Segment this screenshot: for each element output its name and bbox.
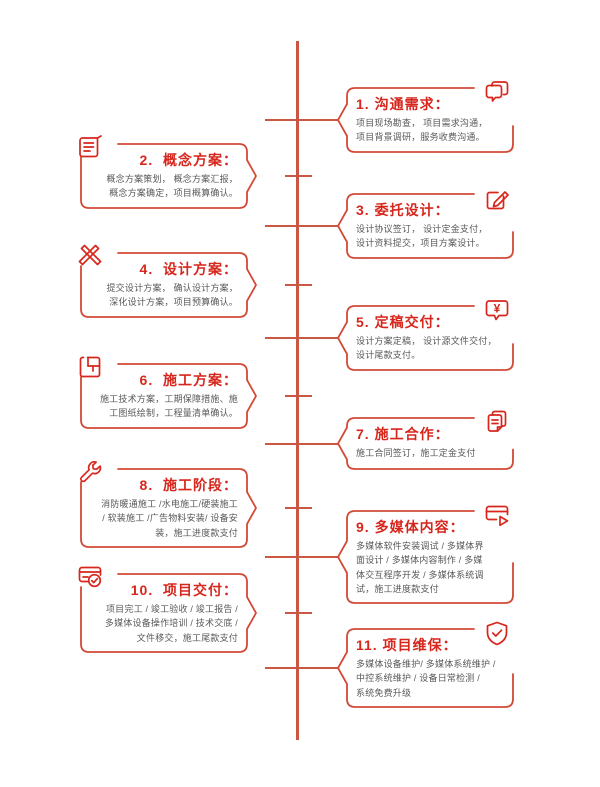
design-tools-icon	[75, 241, 105, 271]
shield-check-icon	[482, 619, 512, 649]
step-body: 项目完工 / 竣工验收 / 竣工报告 / 多媒体设备操作培训 / 技术交底 / …	[104, 604, 238, 643]
step-title: 5. 定稿交付：	[356, 314, 450, 330]
documents-icon	[482, 408, 512, 438]
step-title: 11. 项目维保：	[356, 637, 458, 653]
tick-mark	[285, 395, 312, 397]
media-window-play-icon	[482, 501, 512, 531]
tick-mark	[285, 175, 312, 177]
step-title: 7. 施工合作：	[356, 426, 450, 442]
tick-mark	[285, 284, 312, 286]
step-body: 施工技术方案，工期保障措施、施 工图纸绘制，工程量清单确认。	[99, 394, 238, 419]
step-callout-4: 4. 设计方案： 提交设计方案， 确认设计方案， 深化设计方案，项目预算确认。	[78, 244, 257, 318]
checklist-card-icon	[75, 562, 105, 592]
step-callout-6: 6. 施工方案： 施工技术方案，工期保障措施、施 工图纸绘制，工程量清单确认。	[79, 356, 257, 429]
step-callout-5: ¥ 5. 定稿交付： 设计方案定稿， 设计源文件交付， 设计尾款支付。	[337, 300, 514, 371]
tick-mark	[285, 612, 312, 614]
floor-plan-icon	[75, 352, 105, 382]
step-callout-11: 11. 项目维保： 多媒体设备维护/ 多媒体系统维护 / 中控系统维护 / 设备…	[337, 621, 514, 708]
yuan-bubble-icon: ¥	[482, 296, 512, 326]
step-title: 10. 项目交付：	[130, 582, 238, 598]
step-title: 9. 多媒体内容：	[356, 519, 465, 535]
step-title: 8. 施工阶段：	[139, 477, 238, 493]
connector-line	[265, 119, 338, 121]
step-callout-3: 3. 委托设计： 设计协议签订， 设计定金支付， 设计资料提交，项目方案设计。	[337, 191, 514, 259]
step-callout-9: 9. 多媒体内容： 多媒体软件安装调试 / 多媒体界 面设计 / 多媒体内容制作…	[337, 505, 514, 604]
step-callout-7: 7. 施工合作： 施工合同签订，施工定金支付	[337, 410, 514, 470]
step-callout-2: 2. 概念方案： 概念方案策划， 概念方案汇报， 概念方案确定，项目概算确认。	[79, 135, 257, 209]
document-lines-icon	[75, 132, 105, 162]
step-callout-8: 8. 施工阶段： 消防暖通施工 /水电施工/硬装施工 / 软装施工 /广告物料安…	[80, 461, 257, 548]
step-title: 1. 沟通需求：	[356, 96, 450, 112]
step-title: 4. 设计方案：	[139, 261, 238, 277]
step-body: 设计方案定稿， 设计源文件交付， 设计尾款支付。	[356, 336, 497, 361]
connector-line	[265, 337, 338, 339]
wrench-icon	[75, 457, 105, 487]
step-body: 施工合同签订，施工定金支付	[356, 448, 476, 459]
step-callout-1: 1. 沟通需求： 项目现场勘查， 项目需求沟通， 项目背景调研，服务收费沟通。	[337, 81, 514, 153]
step-body: 提交设计方案， 确认设计方案， 深化设计方案，项目预算确认。	[106, 283, 238, 308]
step-title: 3. 委托设计：	[356, 202, 450, 218]
tick-mark	[285, 507, 312, 509]
connector-line	[265, 442, 338, 445]
step-body: 项目现场勘查， 项目需求沟通， 项目背景调研，服务收费沟通。	[356, 118, 488, 143]
timeline-line	[296, 41, 299, 740]
pencil-square-icon	[482, 184, 512, 214]
step-body: 消防暖通施工 /水电施工/硬装施工 / 软装施工 /广告物料安装/ 设备安 装，…	[101, 499, 238, 538]
step-body: 设计协议签订， 设计定金支付， 设计资料提交，项目方案设计。	[356, 224, 488, 249]
svg-text:¥: ¥	[494, 302, 501, 316]
step-title: 6. 施工方案：	[139, 372, 238, 388]
step-body: 多媒体设备维护/ 多媒体系统维护 / 中控系统维护 / 设备日常检测 / 系统免…	[356, 659, 496, 698]
connector-line	[265, 225, 338, 227]
step-title: 2. 概念方案：	[139, 152, 238, 168]
chat-bubbles-icon	[482, 78, 512, 108]
step-callout-10: 10. 项目交付： 项目完工 / 竣工验收 / 竣工报告 / 多媒体设备操作培训…	[78, 566, 257, 653]
step-body: 概念方案策划， 概念方案汇报， 概念方案确定，项目概算确认。	[106, 174, 238, 199]
step-body: 多媒体软件安装调试 / 多媒体界 面设计 / 多媒体内容制作 / 多媒 体交互程…	[356, 541, 484, 594]
connector-line	[265, 556, 338, 558]
connector-line	[265, 667, 338, 669]
